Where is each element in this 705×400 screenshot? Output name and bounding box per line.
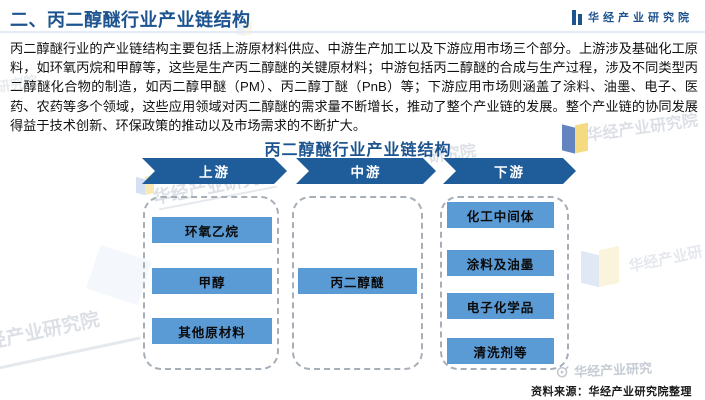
downstream-item-box: 清洗剂等: [447, 338, 554, 364]
brand-logo: 华经产业研究院: [572, 9, 693, 25]
watermark-underline: [0, 336, 141, 371]
intro-paragraph: 丙二醇醚行业的产业链结构主要包括上游原材料供应、中游生产加工以及下游应用市场三个…: [10, 41, 698, 133]
upstream-item-box: 甲醇: [152, 268, 272, 294]
upstream-item-box: 环氧乙烷: [152, 217, 272, 243]
midstream-group-box: [292, 196, 423, 370]
data-source-note: 资料来源：华经产业研究院整理: [531, 386, 692, 398]
page-title: 二、丙二醇醚行业产业链结构: [10, 10, 251, 30]
upstream-group-box: [143, 196, 279, 370]
watermark-badge-label: 华经产业研究: [573, 360, 653, 380]
diagram-title: 丙二醇醚行业产业链结构: [264, 142, 452, 159]
watermark-text: 华经产业研: [627, 243, 705, 276]
book-logo-watermark: [581, 245, 619, 288]
watermark-badge: 华经产业研究: [556, 358, 653, 382]
brand-bars-icon: [572, 9, 582, 25]
watermark-shape: [86, 244, 152, 306]
header-divider: [0, 31, 705, 33]
stage-banner-midstream: 中游: [296, 158, 436, 184]
watermark-text: 经产业研究院: [0, 309, 102, 354]
stage-banner-upstream: 上游: [142, 158, 287, 184]
downstream-item-box: 电子化学品: [447, 293, 554, 319]
midstream-item-box: 丙二醇醚: [298, 268, 417, 294]
downstream-item-box: 涂料及油墨: [447, 250, 554, 276]
stage-banner-downstream: 下游: [443, 158, 576, 184]
brand-name: 华经产业研究院: [588, 12, 693, 24]
downstream-group-box: [440, 196, 569, 370]
downstream-item-box: 化工中间体: [447, 202, 554, 228]
upstream-item-box: 其他原材料: [152, 318, 272, 344]
